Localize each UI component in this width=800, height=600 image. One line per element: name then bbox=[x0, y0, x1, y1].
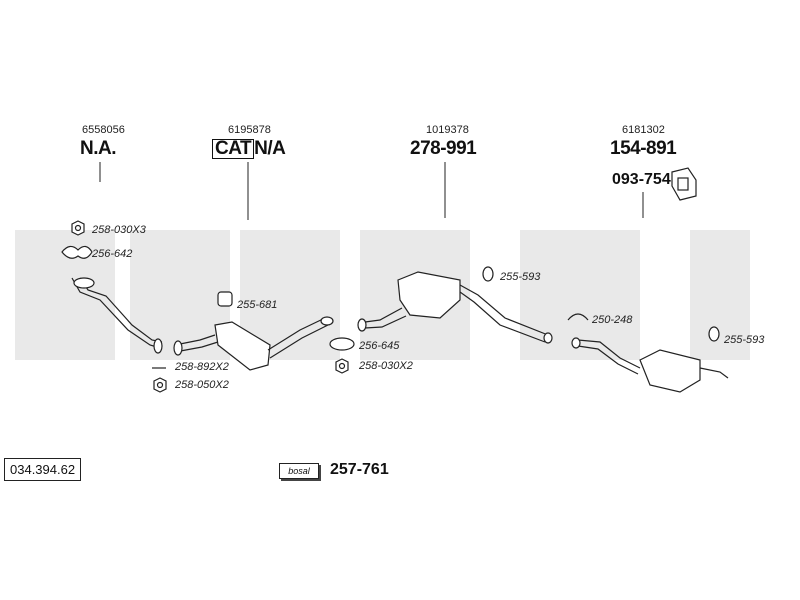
part-label-gasket-mid: 256-645 bbox=[359, 340, 400, 352]
leader-lines bbox=[99, 162, 644, 220]
hardware-icons bbox=[61, 220, 720, 393]
rear-bracket-number: 093-754 bbox=[612, 171, 671, 188]
rubber-mount-icon bbox=[217, 291, 233, 307]
oem-number-rear-silencer: 6181302 bbox=[622, 124, 665, 136]
bosal-watermark bbox=[15, 230, 750, 360]
bosal-logo-badge: bosal bbox=[279, 463, 319, 479]
rubber-mount-icon bbox=[482, 266, 494, 282]
cat-label: CAT bbox=[212, 139, 255, 159]
catalog-number: 034.394.62 bbox=[4, 458, 82, 481]
rear-silencer-number: 154-891 bbox=[610, 138, 677, 159]
part-label-nut-lower: 258-050X2 bbox=[175, 379, 229, 391]
front-pipe bbox=[71, 277, 163, 354]
rear-silencer bbox=[571, 337, 729, 393]
oem-number-front-pipe: 6558056 bbox=[82, 124, 125, 136]
part-label-bolt: 258-892X2 bbox=[175, 361, 229, 373]
oem-number-middle-silencer: 1019378 bbox=[426, 124, 469, 136]
part-label-nut-mid: 258-030X2 bbox=[359, 360, 413, 372]
middle-silencer-number: 278-991 bbox=[410, 138, 477, 159]
part-label-rubber-mid: 255-593 bbox=[500, 271, 541, 283]
gasket-icon bbox=[329, 337, 355, 351]
rubber-mount-icon bbox=[708, 326, 720, 342]
part-label-rubber-rear: 255-593 bbox=[724, 334, 765, 346]
cat-value: N/A bbox=[254, 138, 286, 159]
kit-number: 257-761 bbox=[330, 461, 389, 478]
front-pipe-number: N.A. bbox=[80, 138, 117, 159]
rear-bracket-icon bbox=[671, 167, 697, 201]
catalytic-converter bbox=[173, 316, 334, 371]
part-label-rubber-cat: 255-681 bbox=[237, 299, 278, 311]
middle-silencer bbox=[357, 271, 553, 344]
oem-number-catalyst: 6195878 bbox=[228, 124, 271, 136]
part-label-nut-front: 258-030X3 bbox=[92, 224, 146, 236]
gasket-icon bbox=[61, 245, 93, 259]
part-label-clamp-rear: 250-248 bbox=[592, 314, 633, 326]
part-label-gasket-front: 256-642 bbox=[92, 248, 133, 260]
clamp-icon bbox=[567, 313, 589, 321]
